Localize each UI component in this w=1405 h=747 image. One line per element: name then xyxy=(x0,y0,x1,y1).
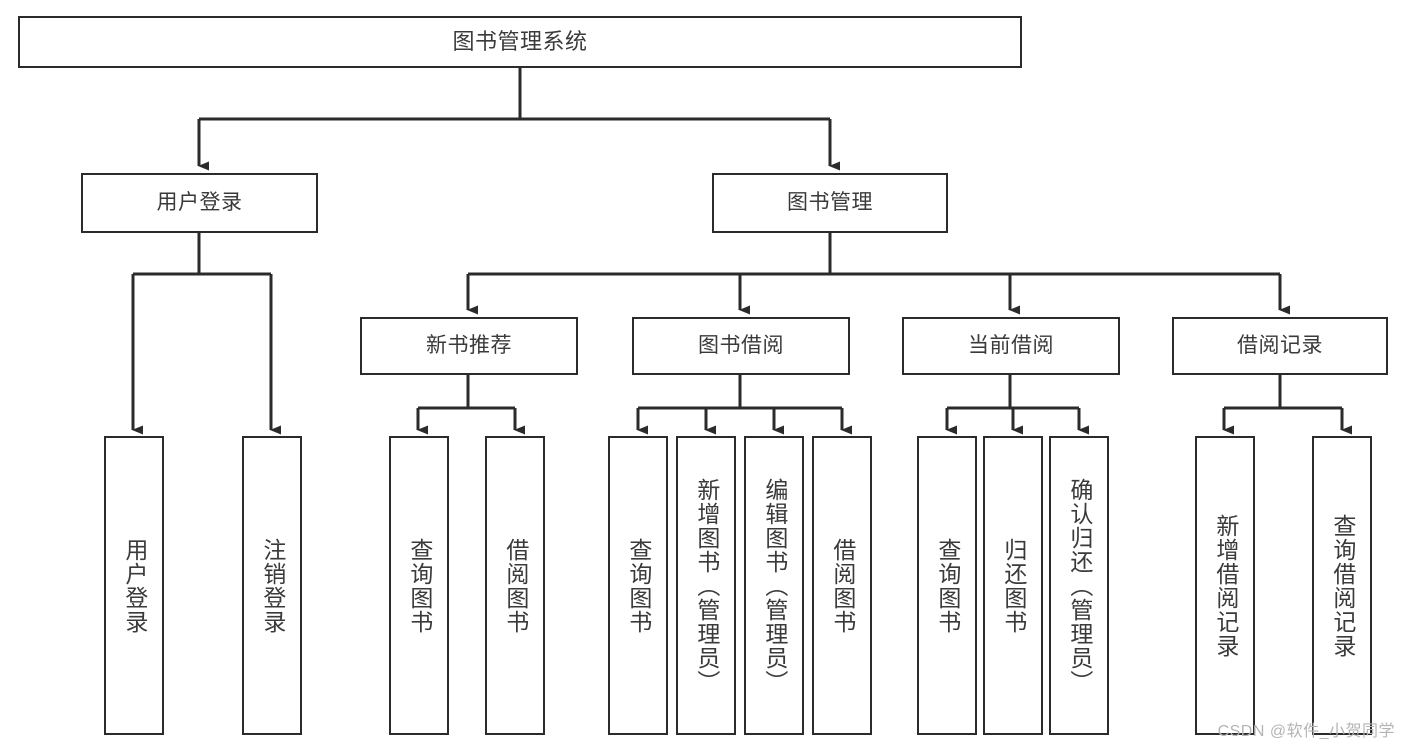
node-book-borrow[interactable]: 图书借阅 xyxy=(632,317,850,375)
node-leaf-add-record[interactable]: 新增借阅记录 xyxy=(1195,436,1255,735)
node-leaf-query-record[interactable]: 查询借阅记录 xyxy=(1312,436,1372,735)
node-leaf-query-book-3-label: 查询图书 xyxy=(934,537,961,634)
node-user-login-label: 用户登录 xyxy=(156,190,243,214)
node-leaf-query-record-label: 查询借阅记录 xyxy=(1329,513,1356,658)
node-leaf-add-book-label: 新增图书（管理员） xyxy=(693,477,720,694)
node-leaf-borrow-book-2[interactable]: 借阅图书 xyxy=(812,436,872,735)
node-leaf-user-login[interactable]: 用户登录 xyxy=(104,436,164,735)
node-user-login[interactable]: 用户登录 xyxy=(81,173,318,233)
node-leaf-logout-login-label: 注销登录 xyxy=(259,537,286,634)
node-leaf-add-record-label: 新增借阅记录 xyxy=(1212,513,1239,658)
node-new-book-recommend[interactable]: 新书推荐 xyxy=(360,317,578,375)
node-leaf-query-book-1-label: 查询图书 xyxy=(406,537,433,634)
node-leaf-edit-book-label: 编辑图书（管理员） xyxy=(761,477,788,694)
node-leaf-borrow-book-1-label: 借阅图书 xyxy=(502,537,529,634)
node-leaf-user-login-label: 用户登录 xyxy=(121,537,148,634)
node-leaf-query-book-2-label: 查询图书 xyxy=(625,537,652,634)
node-leaf-query-book-2[interactable]: 查询图书 xyxy=(608,436,668,735)
node-leaf-query-book-1[interactable]: 查询图书 xyxy=(389,436,449,735)
node-current-borrow-label: 当前借阅 xyxy=(968,333,1054,357)
node-leaf-logout-login[interactable]: 注销登录 xyxy=(242,436,302,735)
node-leaf-edit-book[interactable]: 编辑图书（管理员） xyxy=(744,436,804,735)
node-borrow-record[interactable]: 借阅记录 xyxy=(1172,317,1388,375)
node-leaf-confirm-return-label: 确认归还（管理员） xyxy=(1066,477,1093,694)
node-leaf-borrow-book-2-label: 借阅图书 xyxy=(829,537,856,634)
node-leaf-return-book[interactable]: 归还图书 xyxy=(983,436,1043,735)
node-book-management-label: 图书管理 xyxy=(787,190,873,214)
node-leaf-add-book[interactable]: 新增图书（管理员） xyxy=(676,436,736,735)
node-root-label: 图书管理系统 xyxy=(452,29,588,55)
node-leaf-return-book-label: 归还图书 xyxy=(1000,537,1027,634)
csdn-watermark: CSDN @软件_小贺同学 xyxy=(1217,723,1395,740)
node-borrow-record-label: 借阅记录 xyxy=(1237,333,1323,357)
node-book-borrow-label: 图书借阅 xyxy=(698,333,784,357)
node-current-borrow[interactable]: 当前借阅 xyxy=(902,317,1120,375)
node-new-book-recommend-label: 新书推荐 xyxy=(426,333,512,357)
node-leaf-query-book-3[interactable]: 查询图书 xyxy=(917,436,977,735)
node-root[interactable]: 图书管理系统 xyxy=(18,16,1022,68)
node-book-management[interactable]: 图书管理 xyxy=(712,173,948,233)
node-leaf-borrow-book-1[interactable]: 借阅图书 xyxy=(485,436,545,735)
node-leaf-confirm-return[interactable]: 确认归还（管理员） xyxy=(1049,436,1109,735)
